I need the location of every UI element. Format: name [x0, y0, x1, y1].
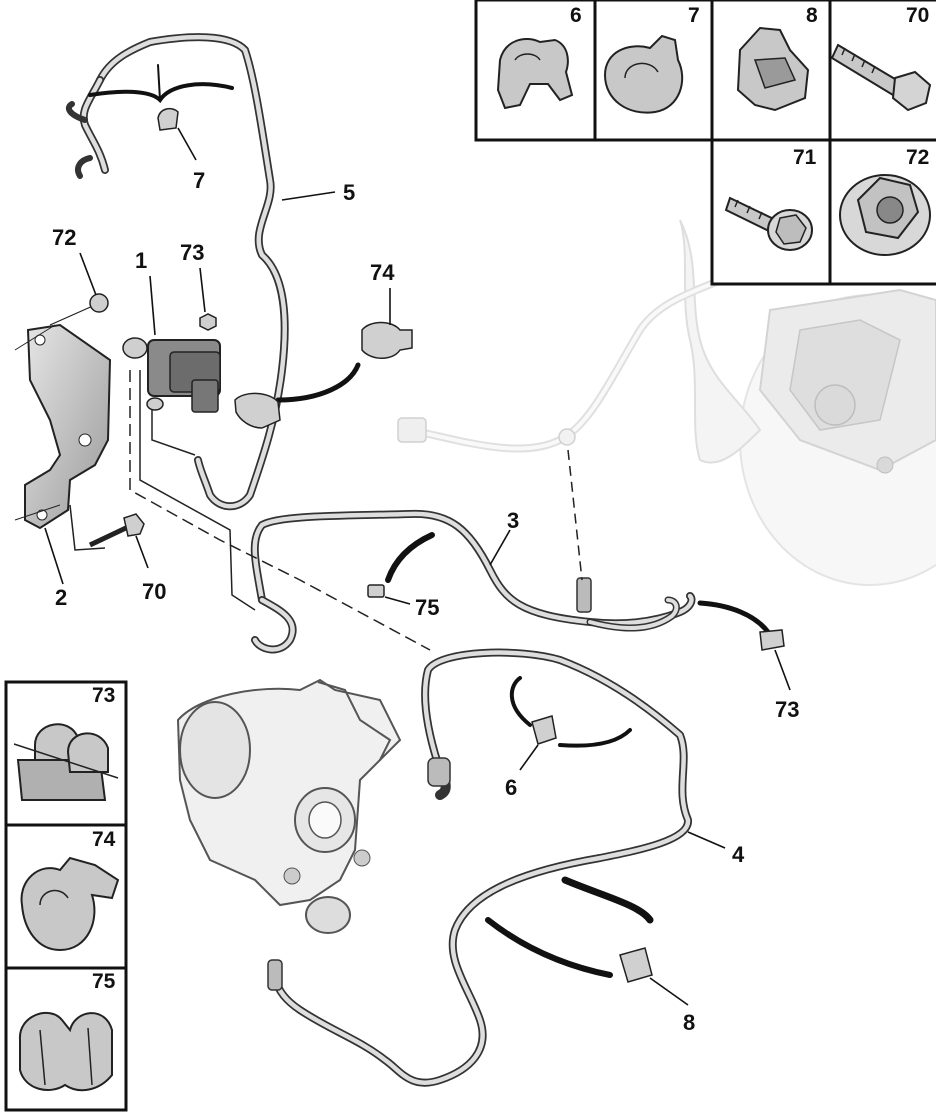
- clip-pipe5-part: [234, 392, 281, 429]
- callout-70: 70: [142, 579, 166, 604]
- clip-6-part: [531, 715, 557, 745]
- clip-74-part: [361, 321, 413, 359]
- callout-3: 3: [507, 508, 519, 533]
- legend-top-72: 72: [906, 146, 929, 169]
- double-clip-icon: [18, 1011, 113, 1092]
- engine-background: [397, 219, 936, 586]
- legend-top-8: 8: [806, 4, 818, 27]
- callout-75: 75: [415, 595, 439, 620]
- bracket-clip-icon: [736, 26, 810, 112]
- bolt-71-part: [49, 293, 109, 326]
- clip-75-part: [367, 584, 385, 598]
- flange-nut-icon: [839, 174, 931, 256]
- legend-left-73: 73: [92, 684, 115, 707]
- callout-leaders: [44, 127, 791, 1006]
- flange-screw-icon: [724, 196, 813, 251]
- callout-71: 72: [52, 225, 76, 250]
- legend-left-75: 75: [92, 970, 116, 993]
- open-clamp-icon: [603, 34, 684, 114]
- clip-73-part: [759, 629, 785, 651]
- legend-left-74: 74: [92, 828, 116, 851]
- clip-7-part: [157, 107, 179, 131]
- nut-72-part: [199, 313, 217, 331]
- callout-8: 8: [683, 1010, 695, 1035]
- parts-legend-top: 6 7 8 70 71 72: [474, 0, 936, 286]
- bolt-icon: [830, 43, 932, 112]
- open-clamp-icon: [20, 856, 120, 952]
- bolt-70-part: [88, 513, 145, 548]
- turbocharger: [176, 678, 402, 934]
- callout-74: 74: [370, 260, 395, 285]
- legend-top-6: 6: [570, 4, 582, 27]
- callout-2: 2: [55, 585, 67, 610]
- parts-legend-left: 73 74 75: [4, 680, 128, 1112]
- callout-72: 73: [180, 240, 204, 265]
- clip-icon: [496, 38, 574, 110]
- clip-8-part: [619, 947, 653, 983]
- pipe-3: [250, 509, 696, 654]
- clip-leaders: [88, 64, 771, 978]
- callout-4: 4: [732, 842, 745, 867]
- legend-top-70: 70: [906, 4, 929, 27]
- legend-top-7: 7: [688, 4, 700, 27]
- legend-top-71: 71: [793, 146, 817, 169]
- solenoid-valve: [122, 337, 221, 413]
- callout-labels: 7 5 72 1 73 74 3 2 70 75 73 6 4 8: [52, 168, 799, 1035]
- callout-1: 1: [135, 248, 147, 273]
- callout-73: 73: [775, 697, 799, 722]
- routing-lines: [69, 370, 583, 651]
- pipe-4: [267, 648, 692, 1087]
- mounting-bracket: [14, 323, 112, 530]
- callout-7: 7: [193, 168, 205, 193]
- callout-5: 5: [343, 180, 355, 205]
- callout-6: 6: [505, 775, 517, 800]
- double-clamp-icon: [13, 723, 119, 801]
